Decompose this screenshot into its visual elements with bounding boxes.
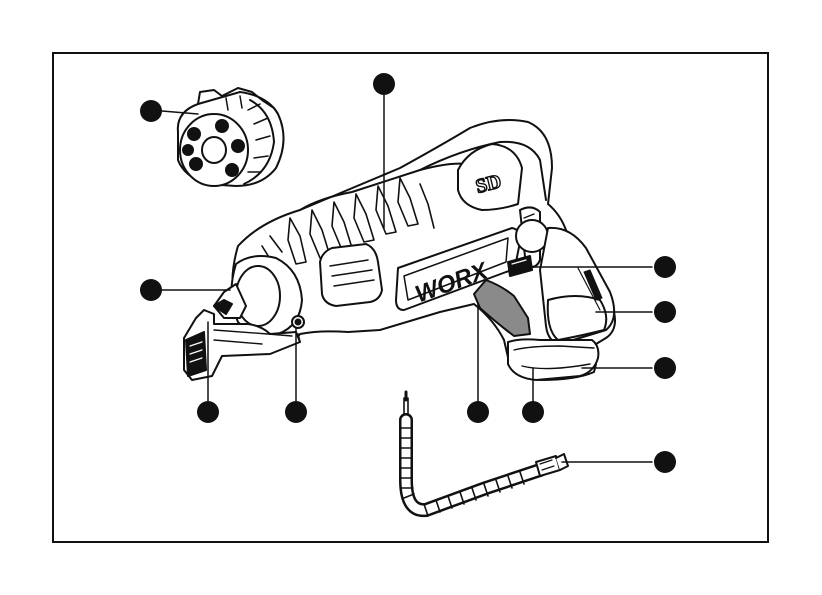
callout-marker <box>467 401 489 423</box>
callout-marker <box>373 73 395 95</box>
callout-marker <box>654 357 676 379</box>
callout-marker <box>654 451 676 473</box>
callout-marker <box>140 279 162 301</box>
callout-marker <box>285 401 307 423</box>
callout-marker <box>654 301 676 323</box>
bit-cassette <box>178 88 284 186</box>
callout-marker <box>654 256 676 278</box>
callout-marker <box>197 401 219 423</box>
callout-marker <box>140 100 162 122</box>
callout-marker <box>522 401 544 423</box>
